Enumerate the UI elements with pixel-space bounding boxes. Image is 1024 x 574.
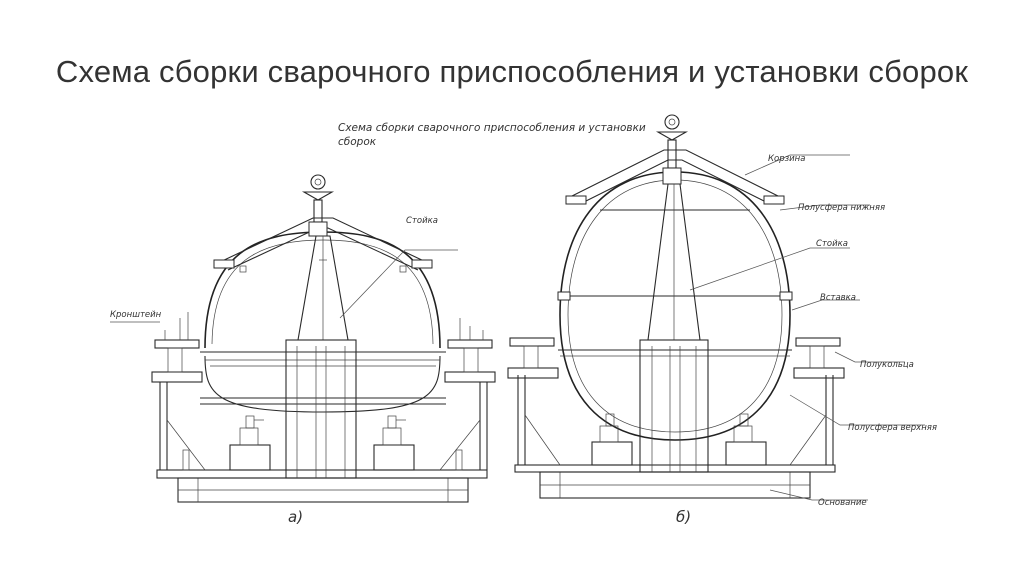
fixture-a — [110, 174, 496, 503]
label-stoika-b: Стойка — [816, 239, 848, 249]
sublabel-a: а) — [288, 508, 303, 526]
label-stoika-a: Стойка — [406, 216, 438, 226]
label-vstavka: Вставка — [820, 293, 856, 303]
label-polusfera-nizhnyaya: Полусфера нижняя — [798, 203, 885, 213]
label-polukoltsa: Полукольца — [860, 360, 914, 370]
label-korzina: Корзина — [768, 154, 805, 164]
fixture-b — [507, 114, 925, 501]
drawing-caption-line1: Схема сборки сварочного приспособления и… — [338, 122, 646, 134]
label-kronshtein: Кронштейн — [110, 310, 162, 320]
sublabel-b: б) — [676, 508, 691, 526]
drawing-caption-line2: сборок — [338, 136, 377, 148]
label-polusfera-verkhnyaya: Полусфера верхняя — [848, 423, 937, 433]
label-osnovanie: Основание — [818, 498, 867, 508]
slide-title: Схема сборки сварочного приспособления и… — [55, 54, 969, 89]
